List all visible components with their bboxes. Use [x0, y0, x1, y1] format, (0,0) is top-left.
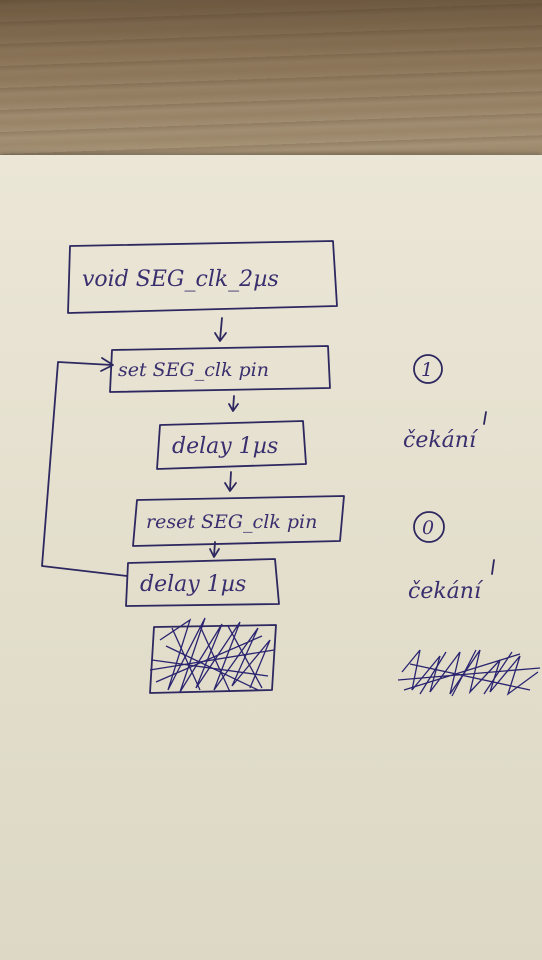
node-reset-label: reset SEG_clk pin [146, 511, 317, 533]
wooden-table [0, 0, 542, 160]
node-reset: reset SEG_clk pin [132, 495, 345, 547]
node-delay2: delay 1µs [125, 558, 280, 607]
crossed-out-note [397, 649, 541, 697]
arrow-func-to-set [214, 317, 227, 342]
node-delay1-box [156, 420, 307, 470]
node-delay1-label: delay 1µs [172, 434, 278, 459]
node-func-label: void SEG_clk_2µs [82, 267, 279, 292]
node-delay2-box [125, 558, 280, 607]
node-set: set SEG_clk pin [109, 345, 331, 393]
node-delay1: delay 1µs [156, 420, 307, 470]
side-note-wait-1: čekání [403, 411, 487, 453]
arrow-reset-to-delay2 [209, 541, 220, 558]
node-delay2-label: delay 1µs [140, 572, 246, 597]
note-one-label: 1 [421, 359, 433, 381]
note-zero-label: 0 [422, 517, 434, 539]
note-wait-1-mark [483, 411, 487, 425]
node-set-label: set SEG_clk pin [118, 359, 269, 381]
side-note-wait-2: čekání [408, 559, 495, 604]
node-reset-box [132, 495, 345, 547]
paper-sheet [0, 155, 542, 960]
note-wait-2-label: čekání [408, 579, 484, 604]
side-note-one: 1 [413, 354, 443, 384]
side-note-zero: 0 [413, 511, 445, 543]
arrow-set-to-delay1 [228, 395, 239, 412]
node-func: void SEG_clk_2µs [67, 240, 338, 314]
node-set-box [109, 345, 331, 393]
node-func-box [67, 240, 338, 314]
crossed-out-block [149, 617, 277, 694]
arrow-delay1-to-reset [224, 471, 237, 492]
note-wait-1-label: čekání [403, 428, 479, 453]
note-wait-2-mark [491, 559, 495, 575]
loop-back-arrow [41, 357, 128, 577]
